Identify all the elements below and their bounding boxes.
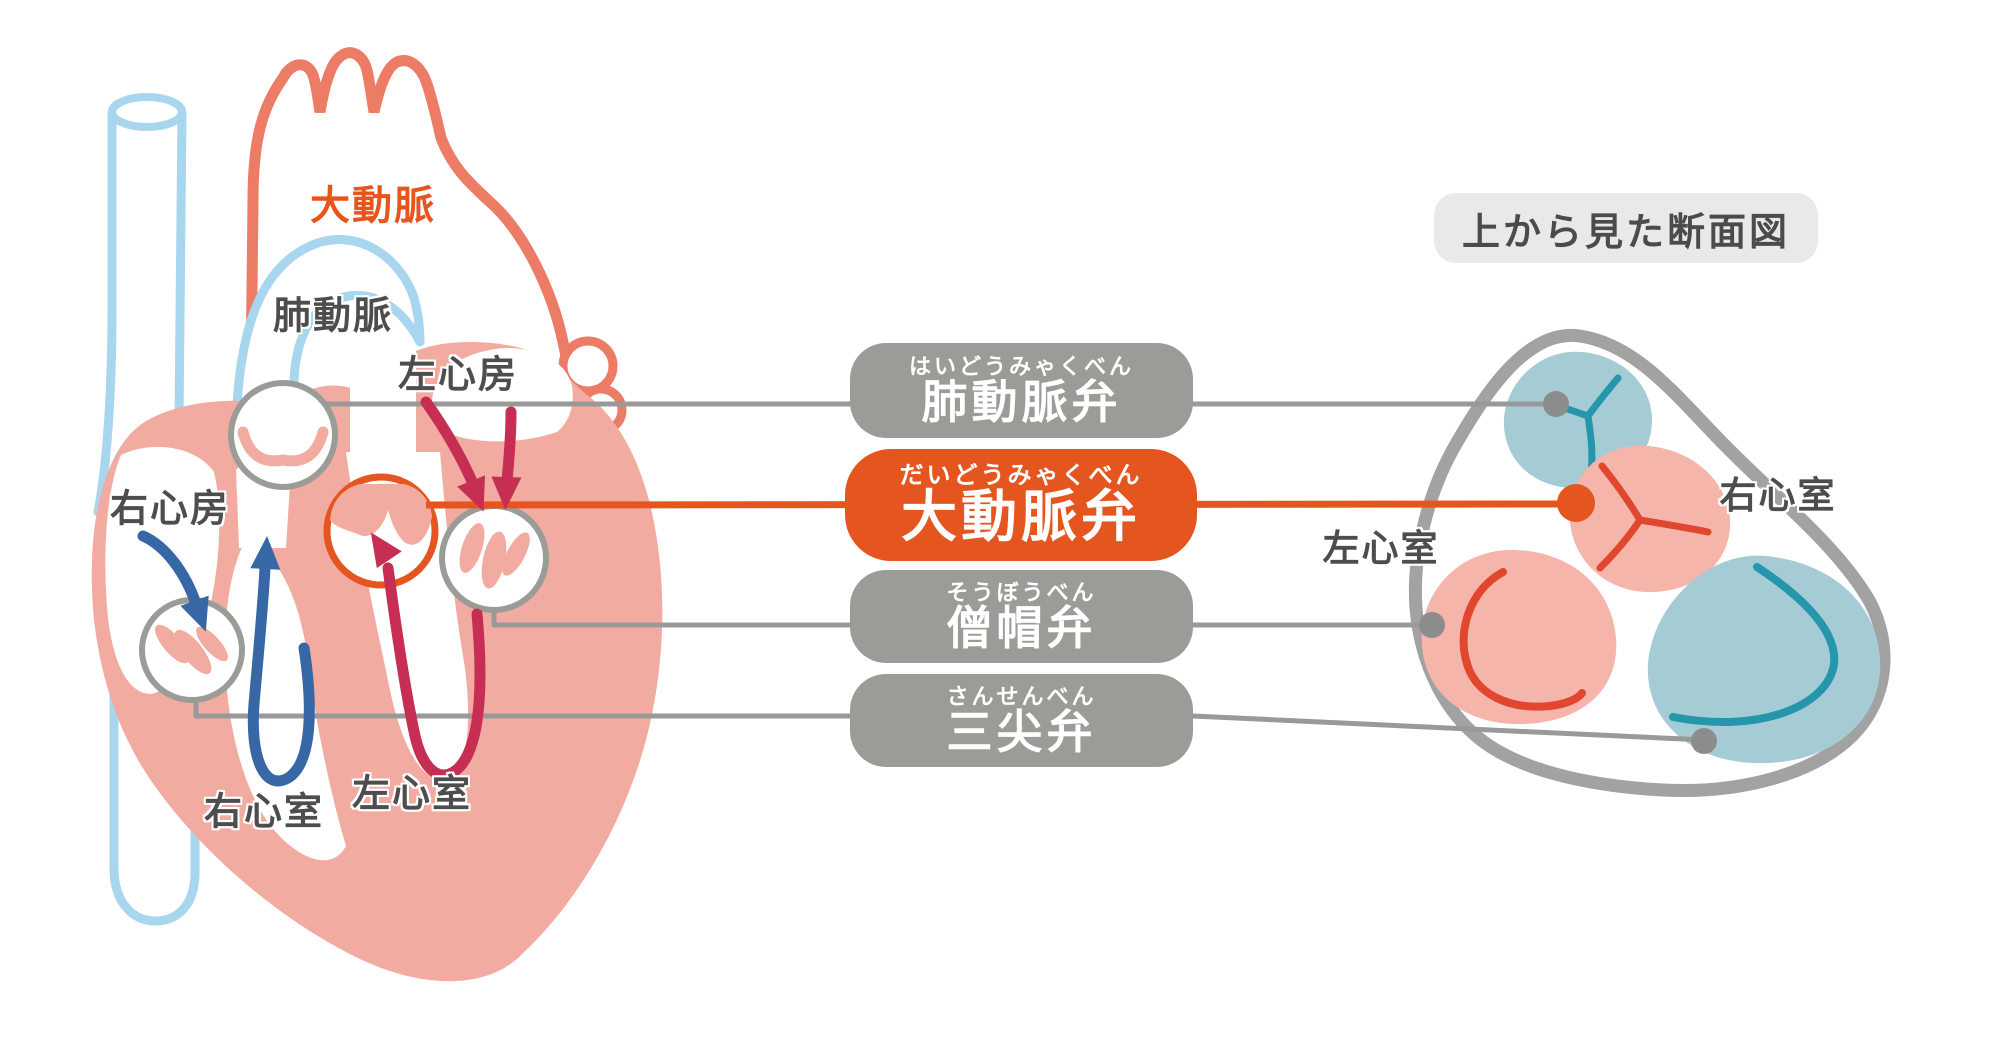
- pill-tricuspid-valve-label: 三尖弁: [946, 705, 1097, 758]
- cs-mitral-valve: [1421, 549, 1617, 725]
- cs-label-left-ventricle: 左心室: [1322, 528, 1440, 569]
- mitral-valve-dot: [1419, 612, 1445, 638]
- pill-pulmonary-valve: はいどうみゃくべん 肺動脈弁: [850, 343, 1193, 438]
- cs-tricuspid-valve: [1647, 555, 1881, 764]
- pulmonary-valve-circle: [228, 380, 338, 490]
- cross-section: [1408, 328, 1891, 797]
- aortic-root: [350, 342, 416, 482]
- aortic-valve-circle: [323, 473, 439, 589]
- cs-label-right-ventricle: 右心室: [1719, 475, 1837, 516]
- pill-mitral-valve: そうぼうべん 僧帽弁: [850, 570, 1193, 663]
- pill-pulmonary-valve-furigana: はいどうみゃくべん: [908, 353, 1134, 379]
- pill-pulmonary-valve-label: 肺動脈弁: [921, 375, 1122, 428]
- label-left-atrium: 左心房: [397, 354, 519, 397]
- pill-tricuspid-valve: さんせんべん 三尖弁: [850, 674, 1193, 767]
- crimson-flow: [370, 396, 522, 781]
- tricuspid-valve-dot: [1691, 728, 1717, 754]
- pill-aortic-valve: だいどうみゃくべん 大動脈弁: [845, 449, 1197, 561]
- pulmonary-valve-dot: [1543, 391, 1569, 417]
- label-left-ventricle: 左心室: [351, 773, 473, 816]
- label-aorta: 大動脈: [310, 184, 436, 228]
- pill-mitral-valve-furigana: そうぼうべん: [946, 579, 1097, 605]
- tricuspid-valve-circle: [139, 597, 245, 703]
- blue-flow: [137, 530, 315, 787]
- pill-mitral-valve-label: 僧帽弁: [946, 601, 1097, 654]
- right-ventricle-chamber: [224, 538, 346, 861]
- heart-illustration: [91, 47, 663, 982]
- left-atrium-chamber: [431, 348, 573, 442]
- label-right-atrium: 右心房: [109, 488, 231, 531]
- cross-section-title-badge: 上から見た断面図: [1434, 193, 1818, 263]
- pill-aortic-valve-label: 大動脈弁: [901, 485, 1141, 549]
- label-right-ventricle: 右心室: [203, 791, 325, 834]
- label-pulmonary-artery: 肺動脈: [272, 295, 394, 338]
- aortic-valve-dot: [1557, 484, 1595, 522]
- blood-flow-arrows: [137, 396, 522, 787]
- pill-aortic-valve-furigana: だいどうみゃくべん: [899, 462, 1143, 489]
- mitral-valve-circle: [439, 503, 549, 613]
- cs-aortic-valve: [1569, 445, 1731, 593]
- pill-tricuspid-valve-furigana: さんせんべん: [946, 683, 1097, 709]
- tricuspid-valve-line: [193, 698, 1705, 743]
